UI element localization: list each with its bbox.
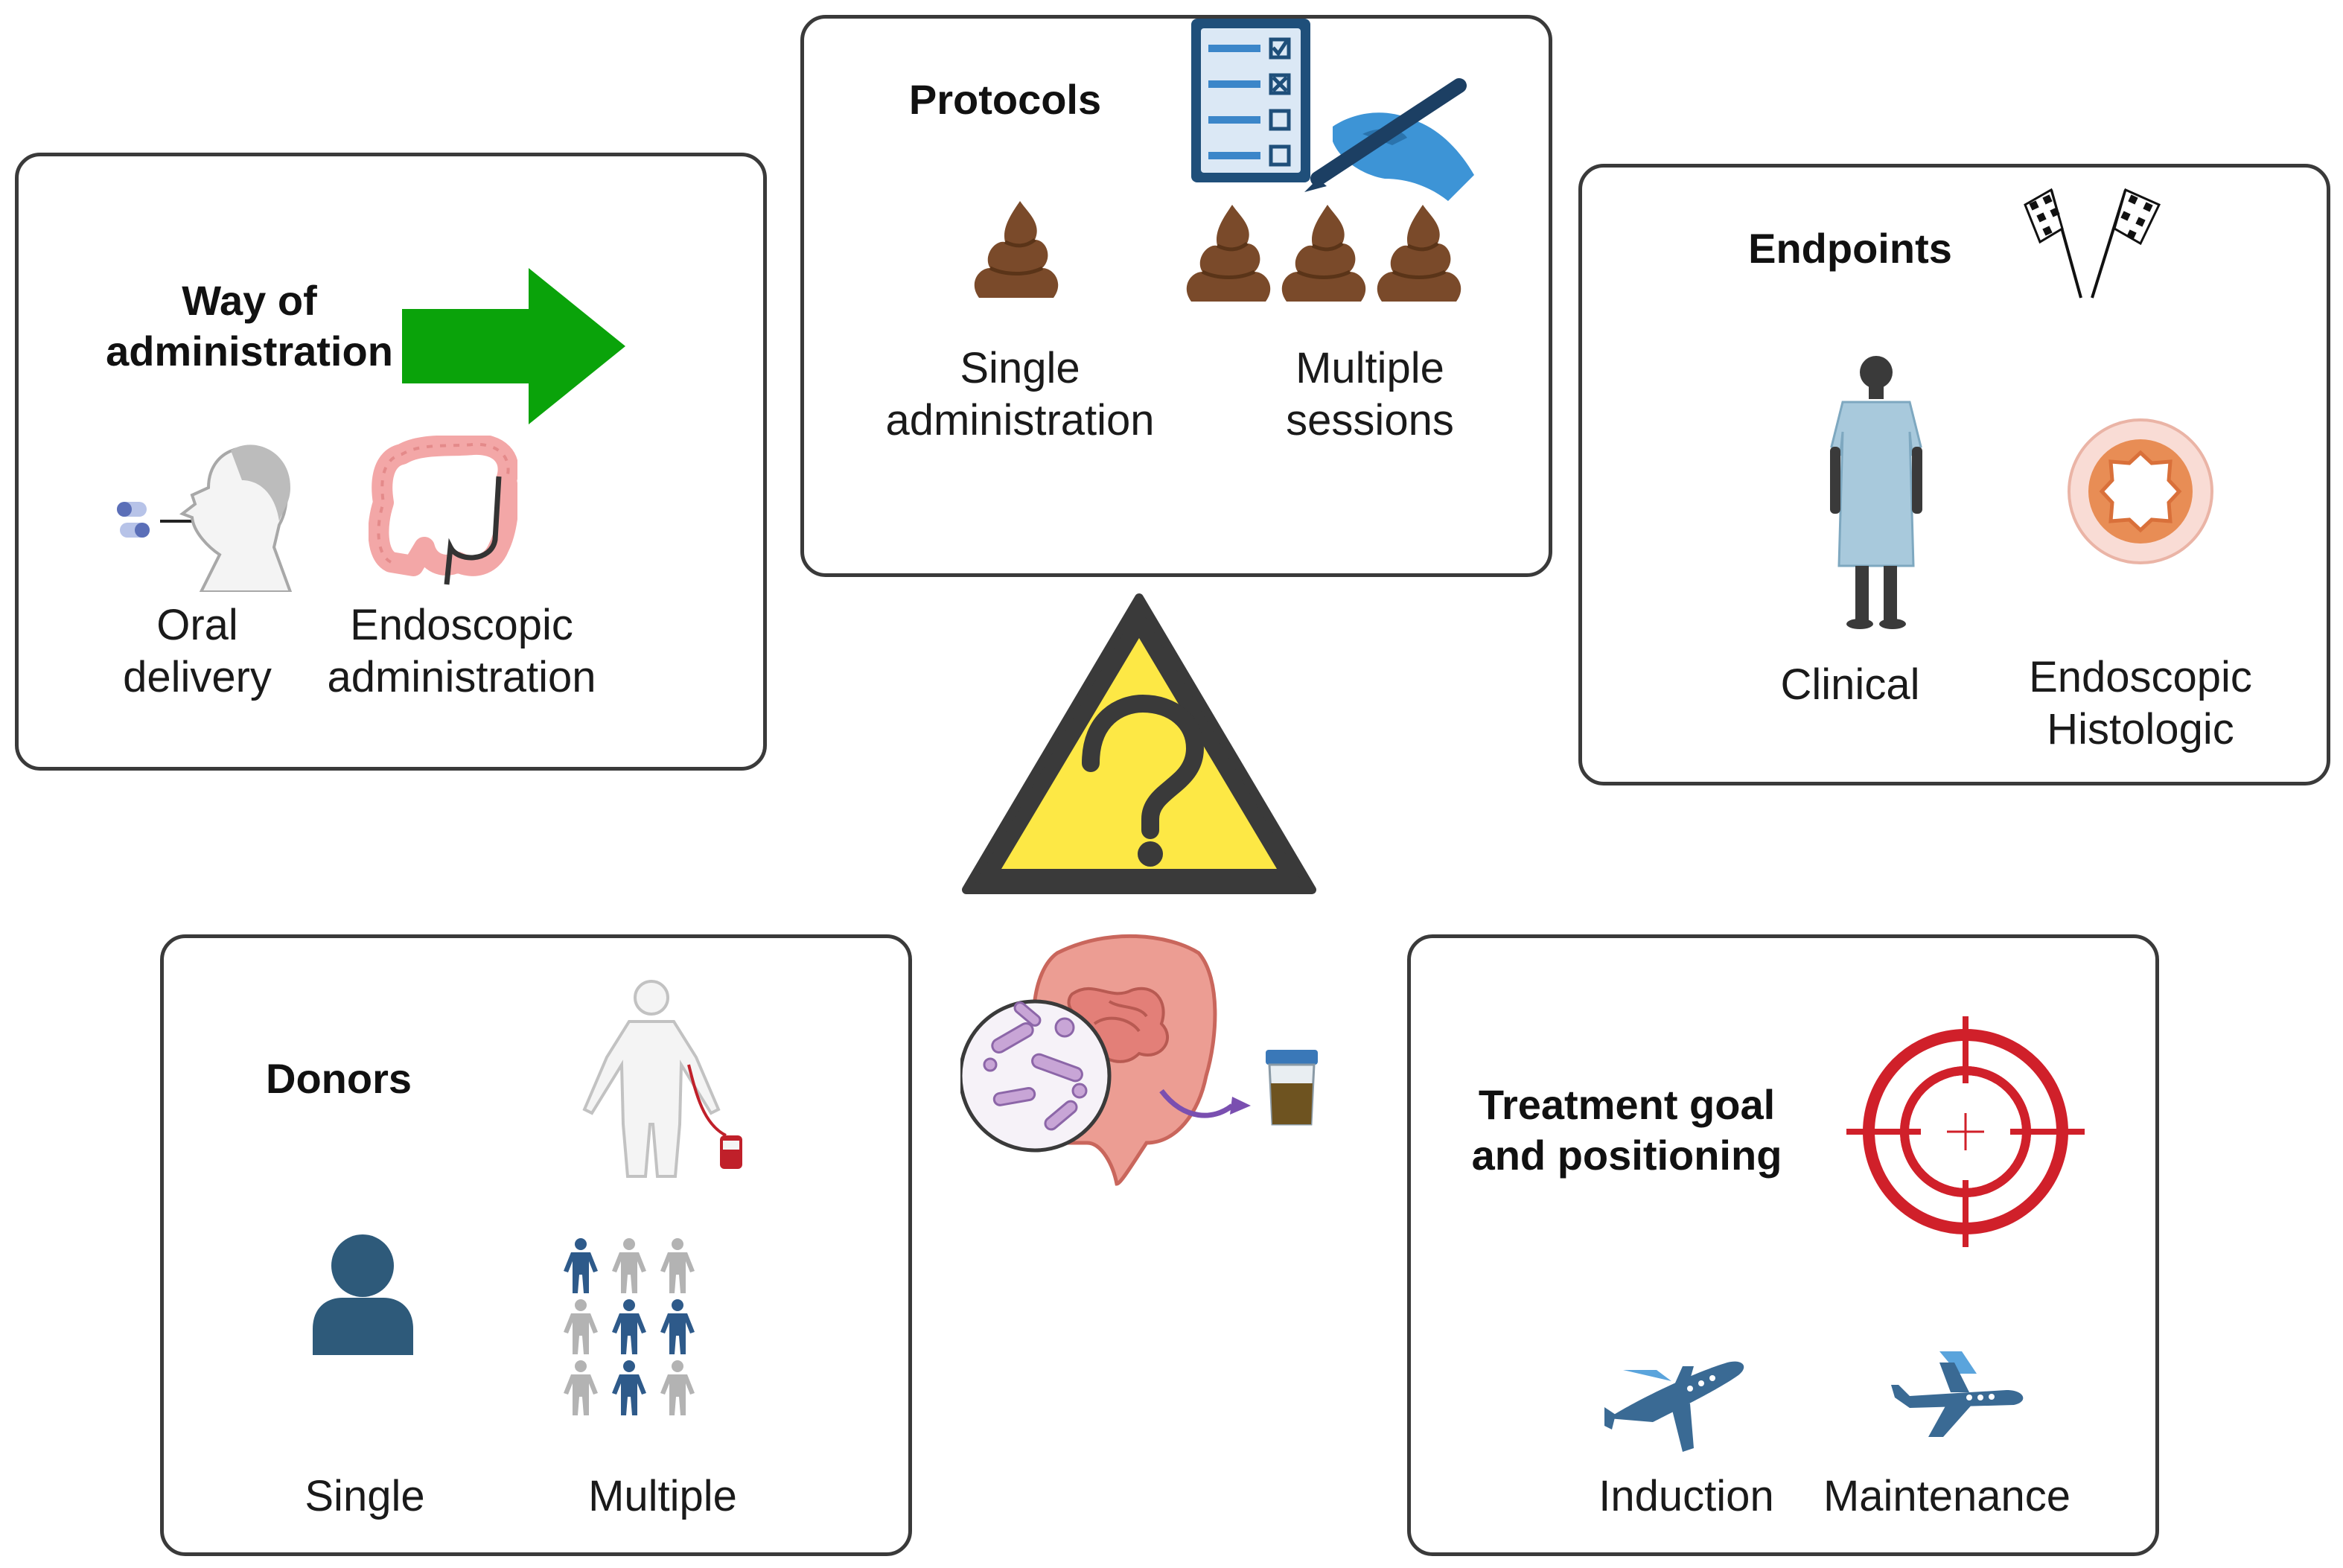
single-administration-label: Single administration <box>864 342 1176 447</box>
donor-multiple-label: Multiple <box>588 1472 737 1520</box>
person-figure <box>564 1238 598 1293</box>
poop-icon <box>972 194 1061 305</box>
donor-single-label: Single <box>305 1472 425 1520</box>
oral-line-2: delivery <box>123 653 272 701</box>
airplane-takeoff-icon <box>1601 1344 1750 1456</box>
person-figure <box>612 1238 646 1293</box>
maintenance-label: Maintenance <box>1823 1472 2071 1520</box>
target-icon <box>1846 1016 2085 1247</box>
intestine-microbiome-icon <box>960 920 1266 1188</box>
treatment-line-2: and positioning <box>1471 1132 1782 1179</box>
treatment-line-1: Treatment goal <box>1478 1081 1776 1128</box>
colon-endoscope-icon <box>369 436 517 592</box>
single-line-2: administration <box>885 396 1155 444</box>
person-icon <box>309 1232 417 1359</box>
person-figure <box>612 1360 646 1415</box>
warning-question-icon <box>960 592 1318 897</box>
treatment-panel: Treatment goal and positioning <box>1407 934 2159 1556</box>
multi-line-2: sessions <box>1286 396 1454 444</box>
oral-line-1: Oral <box>156 601 238 649</box>
title-line-1: Way of <box>182 277 317 324</box>
person-figure <box>660 1238 695 1293</box>
way-of-administration-title: Way of administration <box>63 275 436 377</box>
person-figure <box>564 1360 598 1415</box>
endpoints-title: Endpoints <box>1748 225 1952 272</box>
checklist-icon <box>1188 15 1314 186</box>
arrow-right-icon <box>402 268 625 424</box>
protocols-panel: Protocols <box>800 15 1552 577</box>
blood-donor-icon <box>577 975 756 1191</box>
endoscopic-administration-label: Endoscopic administration <box>305 599 618 704</box>
multiple-sessions-label: Multiple sessions <box>1221 342 1519 447</box>
title-line-2: administration <box>106 328 393 375</box>
person-figure <box>660 1299 695 1354</box>
endo-line-2: administration <box>327 653 596 701</box>
endpoint-line-2: Histologic <box>2047 705 2234 753</box>
donors-title: Donors <box>266 1055 412 1102</box>
protocols-title: Protocols <box>908 76 1102 123</box>
endpoints-panel: Endpoints <box>1578 164 2330 785</box>
mucosa-cross-section-icon <box>2066 417 2215 566</box>
airplane-cruise-icon <box>1887 1344 2029 1441</box>
patient-gown-icon <box>1824 350 1928 633</box>
multi-line-1: Multiple <box>1295 344 1444 392</box>
head-profile-icon <box>179 436 305 592</box>
endpoint-line-1: Endoscopic <box>2029 653 2252 701</box>
oral-delivery-label: Oral delivery <box>115 599 279 704</box>
way-of-administration-panel: Way of administration Oral deliver <box>15 153 767 771</box>
pencil-hand-icon <box>1288 74 1489 205</box>
induction-label: Induction <box>1598 1472 1774 1520</box>
person-figure <box>612 1299 646 1354</box>
people-group-icon <box>558 1236 707 1422</box>
checkered-flags-icon <box>2021 175 2163 302</box>
stool-container-icon <box>1262 1046 1322 1128</box>
person-figure <box>564 1299 598 1354</box>
clinical-label: Clinical <box>1780 660 1920 709</box>
poop-icon <box>1184 197 1467 309</box>
endoscopic-histologic-label: Endoscopic Histologic <box>1999 651 2282 756</box>
pills-icon <box>115 499 220 544</box>
donors-panel: Donors <box>160 934 912 1556</box>
endo-line-1: Endoscopic <box>350 601 573 649</box>
single-line-1: Single <box>960 344 1080 392</box>
person-figure <box>660 1360 695 1415</box>
treatment-title: Treatment goal and positioning <box>1463 1080 1791 1181</box>
